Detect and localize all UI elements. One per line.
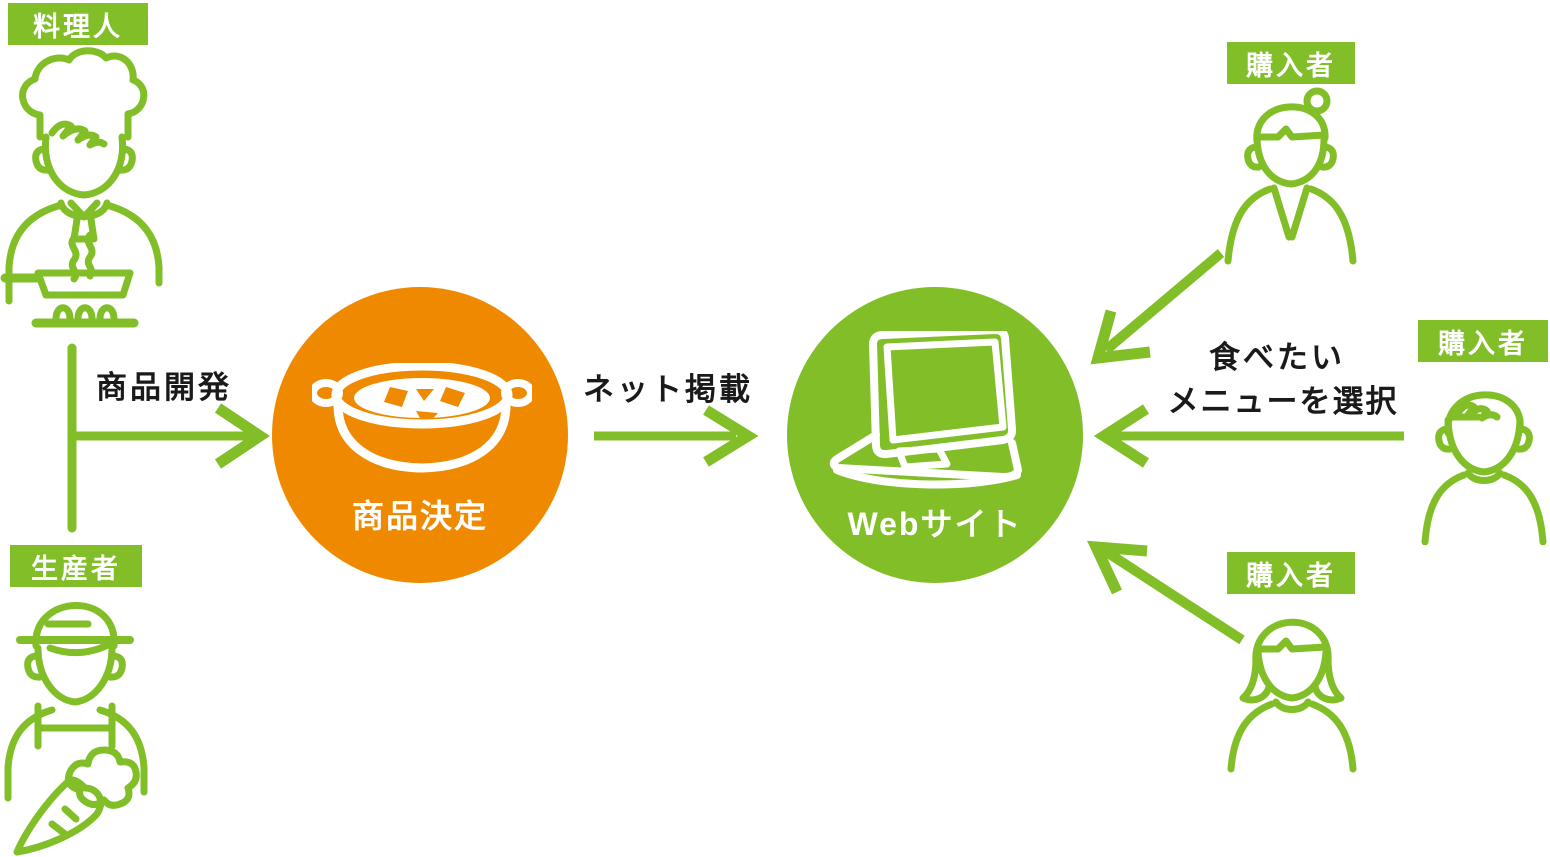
woman-bob-icon xyxy=(1227,618,1357,773)
badge-buyer-bottom-label: 購入者 xyxy=(1246,560,1336,591)
arrow-buyer-bottom-to-website xyxy=(1087,540,1245,645)
badge-chef-label: 料理人 xyxy=(33,11,123,42)
farmer-hat xyxy=(32,602,118,650)
pot-icon xyxy=(312,363,532,473)
badge-buyer-middle: 購入者 xyxy=(1418,320,1548,362)
arrow-product-development xyxy=(76,403,270,469)
badge-producer-label: 生産者 xyxy=(31,553,121,584)
arrow-buyer-top-to-website xyxy=(1090,249,1225,365)
badge-chef: 料理人 xyxy=(8,3,148,45)
chef-hat xyxy=(19,47,148,141)
laptop-icon xyxy=(829,331,1022,489)
node-product-decision: 商品決定 xyxy=(272,287,568,583)
man-icon xyxy=(1421,391,1547,545)
badge-buyer-bottom: 購入者 xyxy=(1227,552,1355,594)
label-product-development: 商品開発 xyxy=(96,370,232,405)
badge-buyer-top: 購入者 xyxy=(1227,42,1355,84)
woman-bun-icon xyxy=(1224,87,1357,265)
badge-producer: 生産者 xyxy=(10,545,142,587)
chef-icon xyxy=(0,47,163,328)
frying-pan xyxy=(34,269,134,299)
arrow-buyer-middle-to-website xyxy=(1093,404,1404,468)
label-menu-selection-line1: 食べたい xyxy=(1209,340,1345,375)
farmer-carrot-icon xyxy=(4,602,148,856)
node-website: Webサイト xyxy=(787,287,1083,583)
arrow-net-posting xyxy=(594,405,759,467)
label-net-posting: ネット掲載 xyxy=(583,372,753,407)
node-product-decision-label: 商品決定 xyxy=(351,498,488,534)
badge-buyer-middle-label: 購入者 xyxy=(1438,328,1528,359)
node-website-label: Webサイト xyxy=(847,506,1023,542)
badge-buyer-top-label: 購入者 xyxy=(1246,50,1336,81)
label-menu-selection-line2: メニューを選択 xyxy=(1167,384,1399,419)
